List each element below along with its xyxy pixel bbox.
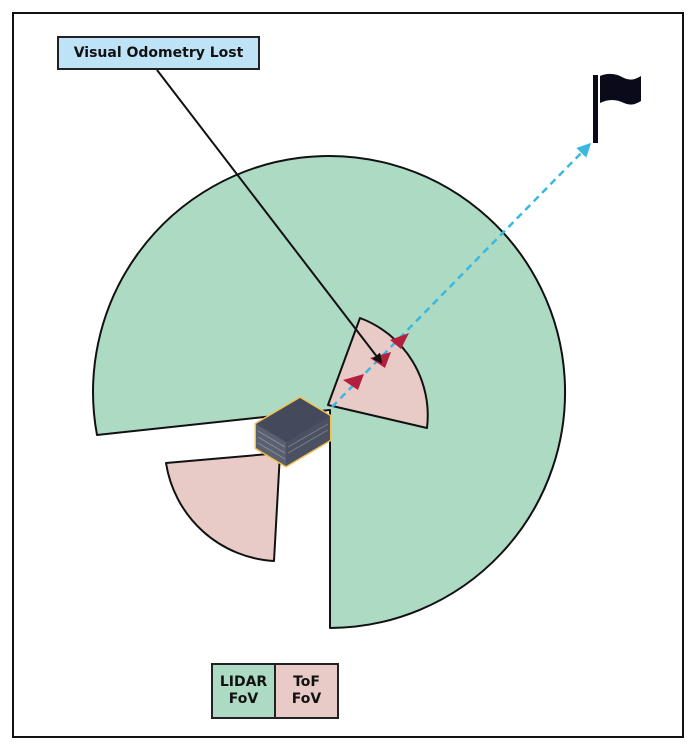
landmark-marker xyxy=(343,374,364,390)
lidar-fov xyxy=(92,155,567,629)
flag-icon xyxy=(593,73,641,143)
legend-tof-line2: FoV xyxy=(291,691,322,707)
legend-lidar-line2: FoV xyxy=(228,691,259,707)
legend-lidar-line1: LIDAR xyxy=(219,674,268,690)
legend-tof-line1: ToF xyxy=(293,674,320,690)
landmark-marker xyxy=(390,333,409,349)
tof-fov-front xyxy=(327,317,429,429)
callout-pointer xyxy=(156,69,383,364)
visual-odometry-lost-callout: Visual Odometry Lost xyxy=(57,36,260,70)
tof-fov-rear xyxy=(165,452,281,562)
diagram-frame xyxy=(12,12,684,738)
legend-lidar-fov: LIDAR FoV xyxy=(213,665,276,717)
legend: LIDAR FoV ToF FoV xyxy=(211,663,339,719)
legend-tof-fov: ToF FoV xyxy=(276,665,337,717)
robot-icon xyxy=(254,396,332,468)
